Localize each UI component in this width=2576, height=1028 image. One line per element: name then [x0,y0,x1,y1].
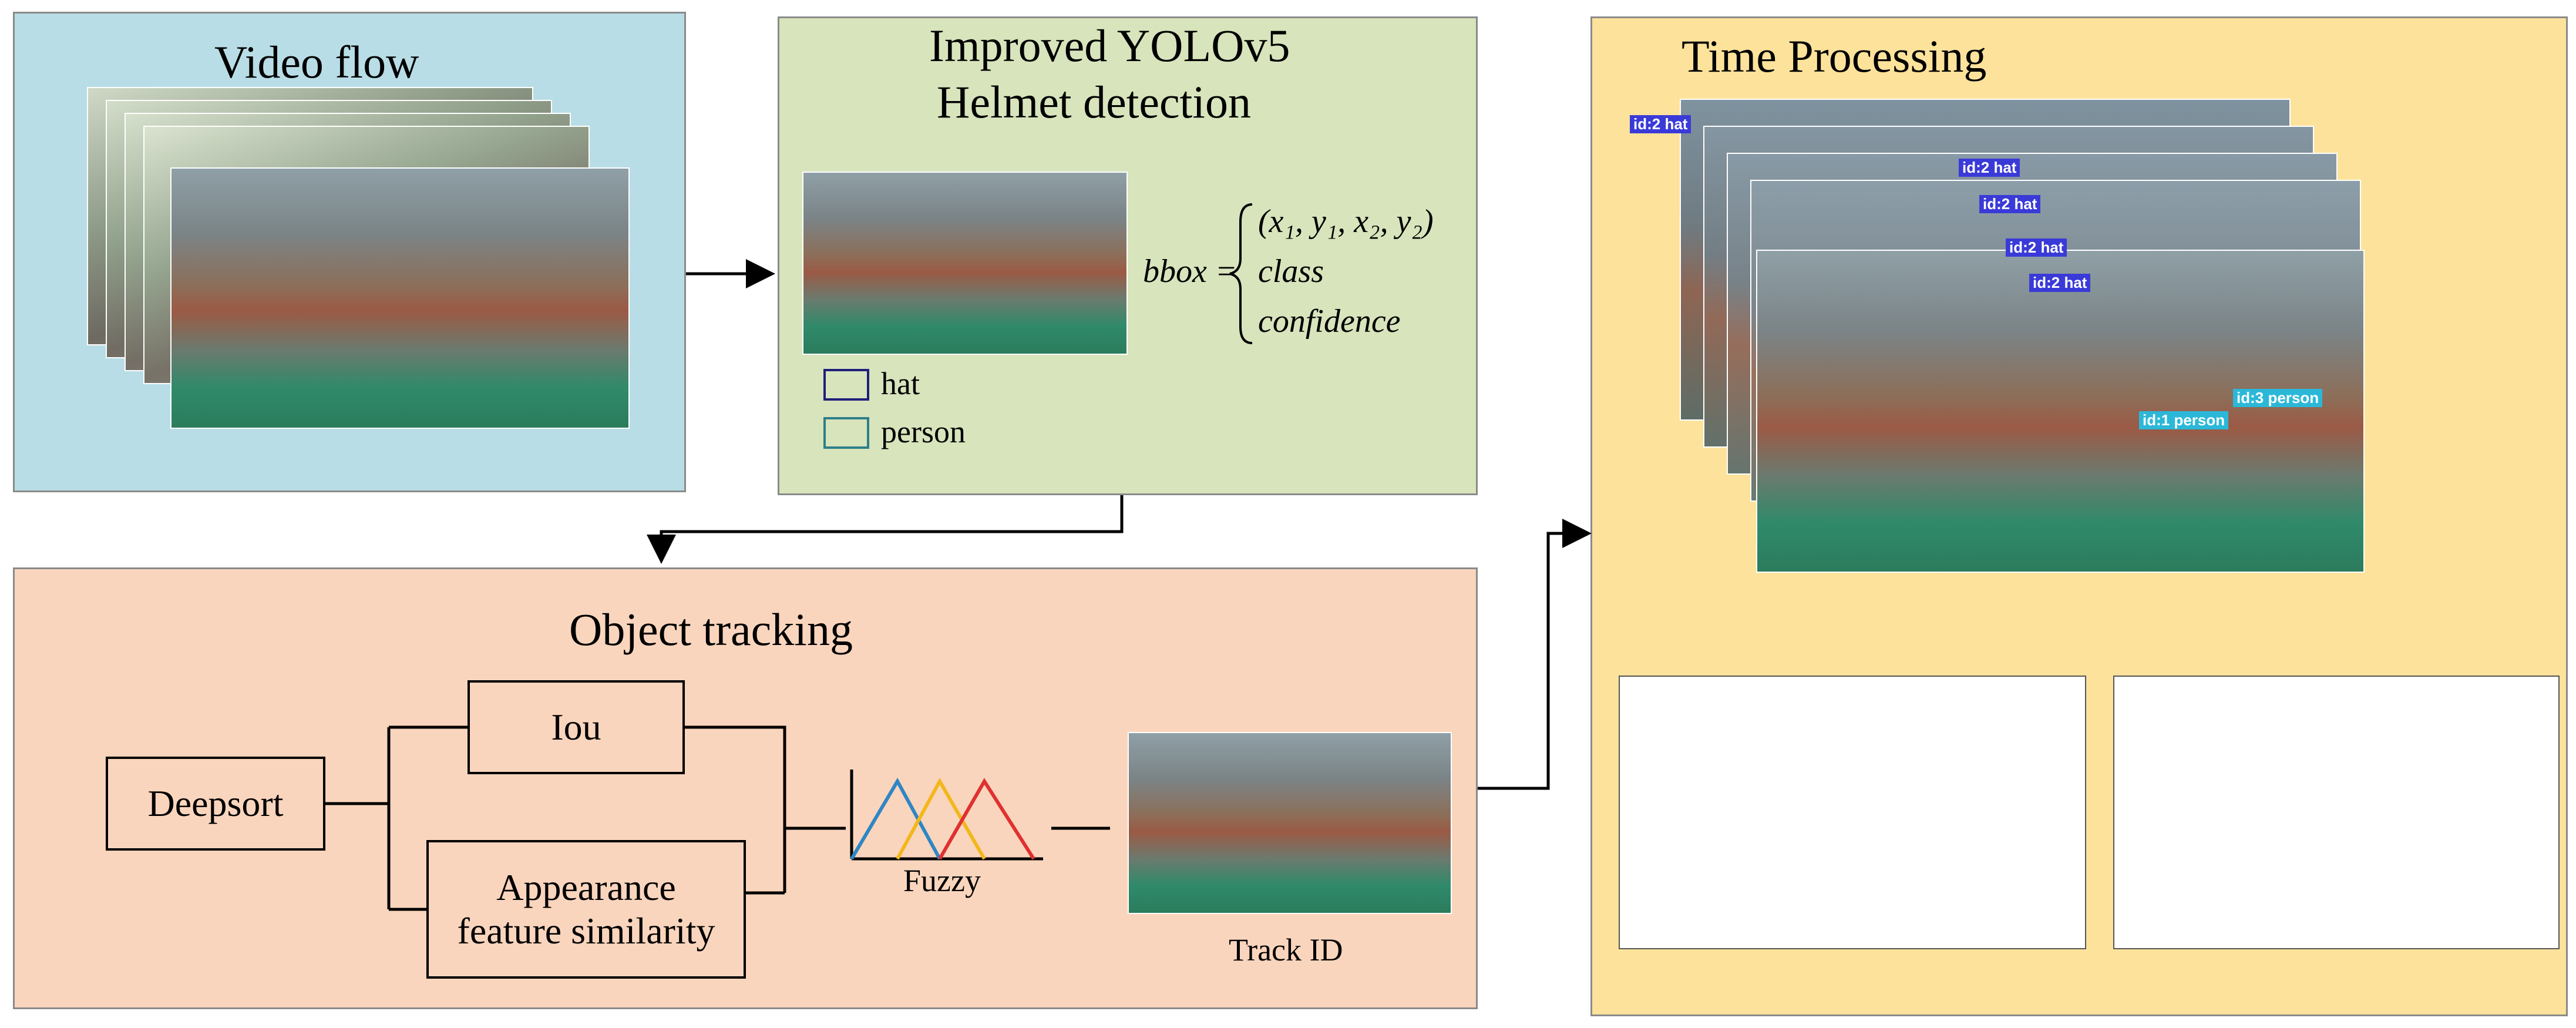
arrow-yolo-to-tracking [647,495,1124,564]
object-tracking-title: Object tracking [569,604,853,655]
legend-hat-swatch [823,369,869,401]
fuzzy-triangle-red [938,778,1035,860]
track-id-image [1128,732,1452,914]
legend-hat-label: hat [881,366,920,401]
yolo-title-line1: Improved YOLOv5 [929,20,1290,71]
tracked-frame-main [1756,250,2365,573]
deepsort-box: Deepsort [106,757,325,851]
detection-tag: id:1 person [2139,411,2229,430]
detection-tag: id:2 hat [1959,159,2020,177]
bbox-formula-row2: class [1258,253,1324,290]
fuzzy-label: Fuzzy [903,863,981,898]
detection-tag: id:2 hat [2006,238,2067,257]
detection-tag: id:2 hat [1979,195,2041,214]
detection-tag: id:2 hat [2029,274,2091,293]
line-iou-out [685,725,786,893]
time-processing-title: Time Processing [1682,31,1987,82]
track-id-label: Track ID [1229,932,1343,967]
bbox-formula-row1: (x₁, y₁, x₂, y₂) [1258,203,1434,240]
yolo-detection-image [802,172,1128,355]
bbox-formula-row3: confidence [1258,303,1401,340]
appearance-similarity-box: Appearance feature similarity [426,840,746,979]
iou-plot-right [2113,676,2560,949]
legend-person-swatch [823,417,869,449]
detection-tag: id:3 person [2233,389,2323,408]
bbox-formula-lhs: bbox = [1143,253,1237,290]
video-frame-main [170,167,630,429]
iou-plot-left [1619,676,2086,949]
fuzzy-triangle-blue [850,777,941,860]
fuzzy-triangle-yellow [896,777,986,860]
yolo-title-line2: Helmet detection [937,76,1251,127]
appearance-line2: feature similarity [457,910,715,952]
legend-person-label: person [881,414,966,449]
detection-tag: id:2 hat [1630,115,1691,134]
formula-brace [1229,203,1253,344]
arrow-tracking-to-time [1478,519,1592,790]
appearance-line1: Appearance [496,866,676,909]
video-flow-title: Video flow [214,36,419,88]
iou-box: Iou [468,680,685,774]
